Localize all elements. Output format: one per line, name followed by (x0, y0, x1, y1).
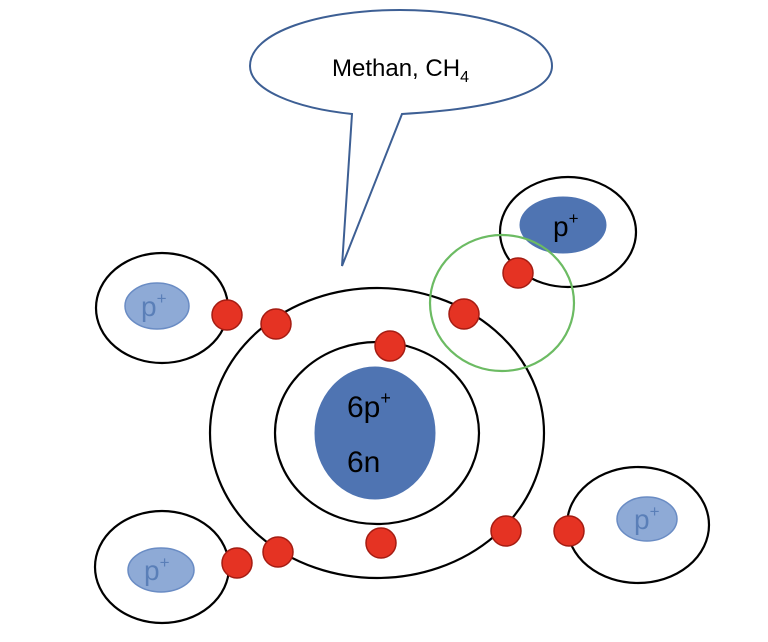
callout-bubble: Methan, CH4 (248, 8, 554, 267)
hydrogen-label: p+ (634, 502, 660, 535)
electron (211, 299, 243, 331)
electron (553, 515, 585, 547)
hydrogen-atom-left: p+ (94, 251, 230, 365)
hydrogen-orbit (498, 175, 638, 289)
electron (262, 536, 294, 568)
callout-shape (248, 8, 554, 267)
hydrogen-nucleus (616, 496, 678, 542)
carbon-label-neutrons: 6n (347, 446, 380, 479)
electron (221, 547, 253, 579)
hydrogen-label: p+ (141, 289, 167, 322)
electron (448, 298, 480, 330)
hydrogen-atom-right: p+ (565, 465, 711, 585)
electron (260, 308, 292, 340)
electron (502, 257, 534, 289)
carbon-outer-shell (208, 286, 546, 580)
carbon-nucleus (314, 366, 436, 500)
electron (374, 330, 406, 362)
callout-text: Methan, CH4 (332, 55, 469, 86)
hydrogen-nucleus (519, 196, 607, 254)
hydrogen-atom-top-right: p+ (498, 175, 638, 289)
electrons (211, 257, 585, 579)
hydrogen-label: p+ (553, 209, 579, 242)
carbon-label-protons: 6p+ (347, 388, 391, 424)
electron (490, 515, 522, 547)
hydrogen-atom-bottom-left: p+ (93, 509, 231, 625)
hydrogen-nucleus (124, 282, 190, 330)
electron (365, 527, 397, 559)
carbon-atom: 6p+ 6n (208, 286, 546, 580)
hydrogen-label: p+ (144, 553, 170, 586)
shared-pair-highlight-ring (428, 233, 576, 373)
hydrogen-nucleus (127, 547, 195, 593)
